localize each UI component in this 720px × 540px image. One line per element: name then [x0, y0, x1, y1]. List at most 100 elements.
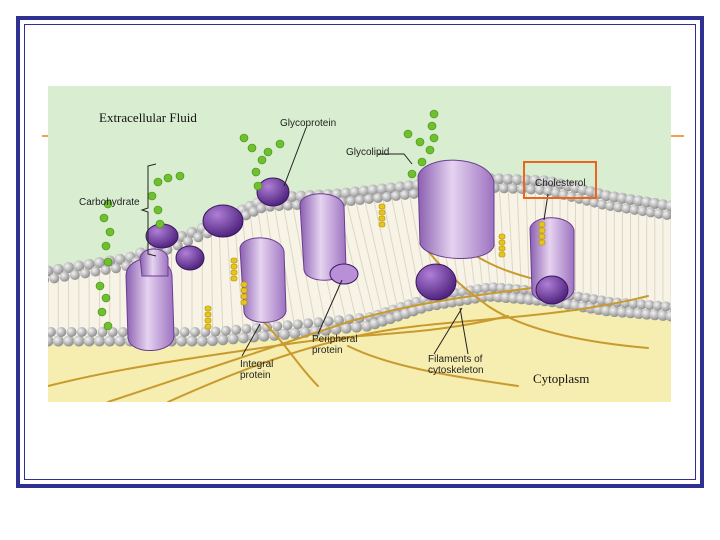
phospholipid-head [529, 174, 541, 186]
phospholipid-head [179, 327, 190, 337]
phospholipid-head [196, 335, 208, 347]
phospholipid-head [644, 300, 655, 311]
peripheral-proteins [145, 177, 569, 305]
phospholipid-head [376, 183, 388, 195]
extracellular-fluid-label: Extracellular Fluid [99, 110, 197, 125]
phospholipid-head [621, 203, 632, 214]
phospholipid-head [334, 315, 344, 326]
phospholipid-head [637, 206, 648, 217]
phospholipid-head [633, 195, 645, 207]
integral-protein [417, 159, 495, 259]
phospholipid-head [340, 187, 352, 199]
phospholipid-head [241, 210, 251, 221]
sugar-unit [251, 167, 261, 177]
phospholipid-head [303, 318, 314, 329]
carbohydrate-chains [95, 109, 439, 331]
phospholipid-head [358, 185, 370, 197]
cholesterol-ring [240, 293, 248, 300]
phospholipid-head [596, 295, 607, 306]
phospholipid-head [272, 321, 283, 332]
cholesterol-ring [498, 233, 506, 240]
cholesterol-ring [204, 305, 212, 312]
phospholipid-head [588, 294, 599, 305]
sugar-unit [153, 205, 163, 215]
carbohydrate-label: Carbohydrate [79, 197, 140, 208]
phospholipid-head [48, 327, 56, 337]
sugar-unit [103, 257, 113, 267]
phospholipid-head [473, 284, 484, 295]
phospholipid-head [391, 190, 401, 201]
phospholipid-head [313, 317, 324, 328]
phospholipid-head [493, 173, 505, 185]
cytoskeleton-filaments-label: Filaments of cytoskeleton [428, 354, 484, 376]
phospholipid-head [649, 309, 661, 321]
cholesterol-ring [204, 311, 212, 318]
phospholipid-head [292, 319, 303, 330]
phospholipid-head [241, 323, 252, 334]
title-rule-right [670, 135, 684, 137]
slide-outer-frame [16, 16, 704, 488]
cholesterol-molecules [204, 203, 546, 330]
phospholipid-head [629, 204, 640, 215]
phospholipid-head [616, 306, 628, 318]
sugar-unit [103, 199, 113, 209]
sugar-unit [407, 169, 417, 179]
phospholipid-head [625, 307, 636, 319]
phospholipid-head [657, 199, 669, 211]
sugar-unit [101, 293, 111, 303]
phospholipid-head [87, 327, 98, 337]
phospholipid-head [665, 200, 671, 212]
phospholipid-head [608, 306, 620, 317]
phospholipid-head [508, 183, 518, 194]
phospholipid-head [256, 203, 267, 214]
phospholipid-head [628, 298, 639, 309]
phospholipid-head [566, 191, 577, 202]
sugar-unit [155, 219, 165, 229]
phospholipid-head [63, 262, 75, 274]
peripheral-protein [329, 263, 359, 285]
phospholipid-head [49, 273, 60, 284]
phospholipid-head [56, 327, 67, 337]
phospholipid-head [669, 303, 671, 311]
phospholipid-head [289, 327, 301, 339]
phospholipid-head [90, 266, 101, 277]
phospholipid-head [186, 335, 198, 347]
sugar-unit [105, 227, 115, 237]
phospholipid-head [93, 335, 105, 347]
phospholipid-head [190, 327, 200, 337]
phospholipid-head [227, 333, 239, 345]
phospholipid-head [502, 173, 514, 185]
sugar-unit [257, 155, 267, 165]
cholesterol-highlight-box [523, 161, 597, 199]
phospholipid-head [636, 299, 647, 310]
phospholipid-head [104, 335, 116, 347]
cholesterol-ring [538, 233, 546, 240]
cholesterol-ring [498, 239, 506, 246]
sugar-unit [427, 121, 437, 131]
sugar-unit [147, 191, 157, 201]
cholesterol-ring [378, 221, 386, 228]
sugar-unit [163, 173, 173, 183]
phospholipid-head [114, 335, 126, 347]
sugar-unit [101, 241, 111, 251]
phospholipid-head [217, 334, 229, 346]
phospholipid-head [176, 335, 188, 347]
phospholipid-head [409, 188, 419, 199]
sugar-unit [403, 129, 413, 139]
phospholipid-head [193, 232, 204, 243]
phospholipid-head [641, 196, 653, 208]
integral-protein-label: Integral protein [240, 359, 274, 381]
phospholipid-head [403, 180, 415, 192]
sugar-unit [429, 109, 439, 119]
phospholipid-head [52, 335, 64, 347]
cholesterol-label: Cholesterol [535, 178, 586, 189]
sugar-unit [263, 147, 273, 157]
sugar-unit [425, 145, 435, 155]
cholesterol-ring [204, 317, 212, 324]
phospholipid-head [616, 192, 628, 204]
phospholipid-head [382, 191, 392, 202]
phospholipid-head [292, 200, 302, 211]
phospholipid-head [657, 309, 669, 321]
phospholipid-head [100, 264, 111, 275]
phospholipid-head [400, 189, 410, 200]
